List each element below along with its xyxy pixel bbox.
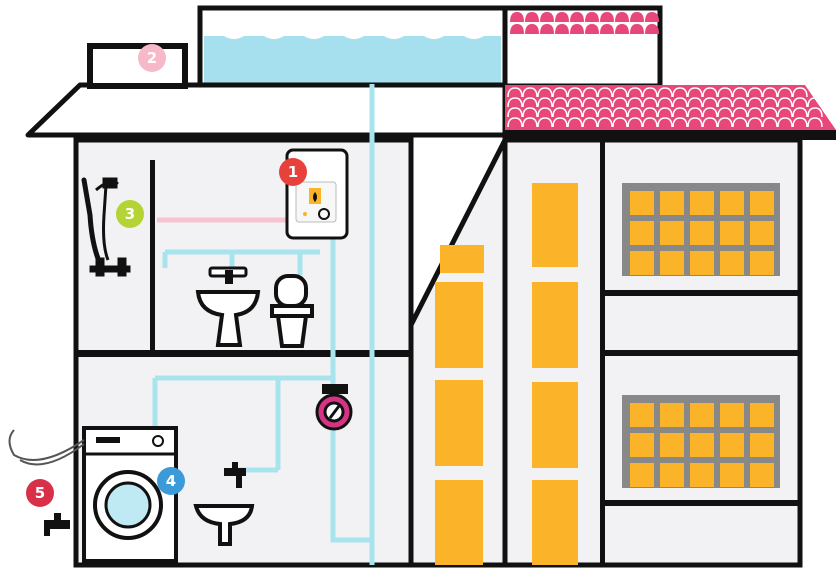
window-pane [660,433,684,457]
window-pane [750,221,774,245]
window-pane [660,251,684,275]
window-pane [750,403,774,427]
marker-number: 3 [125,205,135,223]
window-pane [720,463,744,487]
marker-number: 4 [166,472,176,490]
water-tank [200,8,505,86]
window-pane [660,403,684,427]
window-pane [720,191,744,215]
window-pane [720,221,744,245]
outdoor-tap [44,513,70,536]
window-pane [630,433,654,457]
window-pane [690,191,714,215]
window-pane [690,403,714,427]
marker-number: 1 [288,163,298,181]
marker-water-heater: 1 [279,158,307,186]
window-pane [660,463,684,487]
window-pane [630,191,654,215]
window-grid-lower [622,395,780,488]
window-pane [750,251,774,275]
window-pane [750,191,774,215]
washing-machine [84,428,176,561]
window-pane [630,463,654,487]
window-pane [690,251,714,275]
window-pane [750,463,774,487]
main-tiled-roof [503,85,836,140]
circulation-pump [317,384,351,429]
window-pane [720,251,744,275]
marker-number: 2 [147,49,157,67]
left-roof [28,85,505,135]
window-grid-upper [622,183,780,276]
marker-washing-machine: 4 [157,467,185,495]
window-pane [630,403,654,427]
window-pane [630,221,654,245]
marker-number: 5 [35,484,45,502]
window-pane [630,251,654,275]
roof-solar-panel [90,46,185,86]
window-pane [690,433,714,457]
window-pane [690,463,714,487]
window-pane [720,433,744,457]
window-pane [660,191,684,215]
washer-hose [10,430,85,464]
marker-shower: 3 [116,200,144,228]
marker-roof-solar-panel: 2 [138,44,166,72]
window-pane [690,221,714,245]
top-tiled-roof [505,8,660,86]
window-pane [750,433,774,457]
marker-outdoor-tap: 5 [26,479,54,507]
window-pane [660,221,684,245]
window-pane [720,403,744,427]
